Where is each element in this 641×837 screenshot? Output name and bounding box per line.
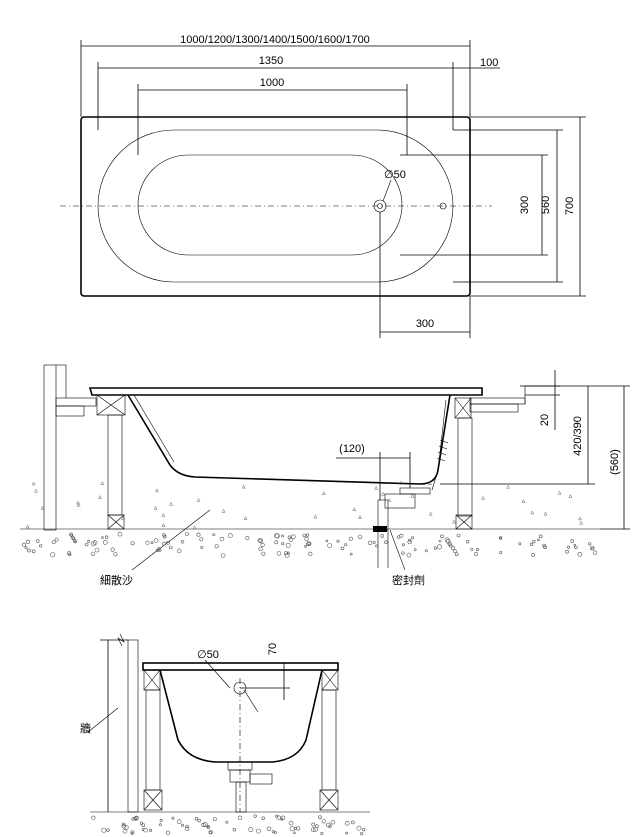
support-right (454, 397, 473, 530)
support-end-left (143, 669, 163, 811)
dim-label-drain-diameter-end: ∅50 (197, 649, 219, 661)
dim-label-1000: 1000 (260, 77, 284, 89)
sand-fill-end (91, 814, 366, 836)
support-end-right (319, 669, 339, 811)
side-section: (120) 20 420/390 (560) 細散沙 密封劑 (20, 364, 630, 587)
dim-label-300-horizontal: 300 (416, 318, 434, 330)
tub-body-section (127, 394, 451, 485)
tub-basin-bottom (137, 154, 403, 256)
dim-label-300-vertical: 300 (519, 196, 531, 214)
drain-assembly-side (373, 487, 431, 568)
end-section: 牆 ∅50 (80, 633, 370, 836)
dim-label-70: 70 (267, 643, 279, 655)
tub-body-end (159, 669, 323, 763)
plan-view: 1000/1200/1300/1400/1500/1600/1700 1350 … (60, 34, 586, 338)
drain-leader (382, 179, 392, 202)
left-wall (43, 364, 57, 531)
dim-label-560-side: (560) (609, 449, 621, 475)
tub-rim-end (142, 662, 339, 671)
overflow-circle (439, 202, 447, 210)
dim-label-20: 20 (539, 414, 551, 426)
label-sealant: 密封劑 (392, 573, 425, 587)
label-fine-sand: 細散沙 (100, 573, 133, 587)
wall-end (127, 639, 139, 813)
dim-label-560: 560 (540, 196, 552, 214)
tub-rim-section (88, 387, 483, 396)
sand-fill-side (22, 480, 598, 558)
dim-label-120: (120) (339, 443, 365, 455)
dim-label-100: 100 (480, 57, 498, 69)
dim-label-420-390: 420/390 (572, 416, 584, 456)
tub-outline-plan (80, 116, 471, 297)
label-wall: 牆 (80, 721, 91, 735)
drain-assembly-end (227, 761, 273, 813)
dim-label-700: 700 (564, 197, 576, 215)
dim-label-total-lengths: 1000/1200/1300/1400/1500/1600/1700 (180, 34, 370, 46)
support-left (96, 394, 126, 530)
drain-core (377, 203, 383, 209)
dim-label-1350: 1350 (259, 55, 283, 67)
overflow-pipe (431, 399, 447, 491)
dim-label-drain-diameter: ∅50 (384, 169, 406, 181)
